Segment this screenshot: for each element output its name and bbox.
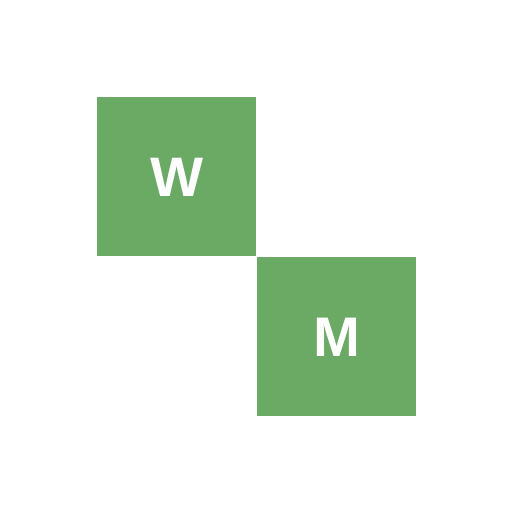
logo-letter-m: M xyxy=(313,304,360,368)
logo-tile-m: M xyxy=(257,257,416,416)
logo-letter-w: W xyxy=(150,144,203,208)
logo-tile-w: W xyxy=(97,97,256,256)
